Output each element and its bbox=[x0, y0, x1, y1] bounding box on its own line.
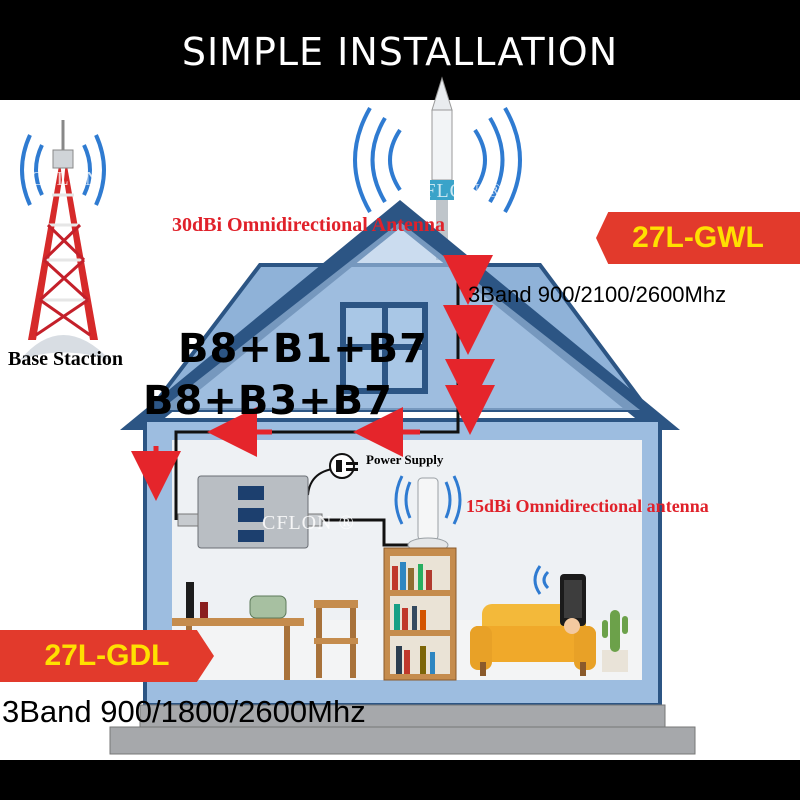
band-combo-2: B8+B3+B7 bbox=[143, 378, 393, 424]
band-combo-1: B8+B1+B7 bbox=[178, 326, 428, 372]
model-bottom-label: 27L-GDL bbox=[44, 639, 170, 672]
sofa bbox=[470, 604, 596, 676]
indoor-antenna-label: 15dBi Omnidirectional antenna bbox=[466, 496, 709, 516]
header-bar: SIMPLE INSTALLATION bbox=[0, 0, 800, 100]
power-supply-label: Power Supply bbox=[366, 452, 444, 467]
watermark-2: CFLON ® bbox=[410, 180, 503, 202]
attic-window bbox=[340, 302, 428, 394]
house-foundation-steps bbox=[109, 704, 696, 755]
mobile-phone-icon bbox=[533, 565, 586, 634]
signal-flow-arrows bbox=[131, 255, 495, 501]
watermark-1: CFLON ® bbox=[30, 168, 123, 190]
model-top-label: 27L-GWL bbox=[632, 221, 764, 254]
outdoor-signal-waves-icon bbox=[353, 107, 522, 213]
footer-bar bbox=[0, 760, 800, 800]
watermark-3: CFLON ® bbox=[262, 512, 355, 534]
potted-cactus bbox=[602, 610, 628, 672]
base-station-label: Base Staction bbox=[8, 348, 123, 370]
base-station-tower-icon bbox=[20, 120, 110, 360]
outdoor-antenna-label: 30dBi Omnidirectional Antenna bbox=[172, 214, 446, 236]
model-ribbon-bottom: 27L-GDL bbox=[0, 630, 214, 682]
band-outdoor-label: 3Band 900/2100/2600Mhz bbox=[468, 282, 727, 307]
band-indoor-label: 3Band 900/1800/2600Mhz bbox=[2, 694, 366, 729]
signal-repeater-icon bbox=[177, 475, 323, 549]
power-plug-icon bbox=[329, 453, 358, 479]
model-ribbon-top: 27L-GWL bbox=[596, 212, 800, 264]
page-title: SIMPLE INSTALLATION bbox=[181, 30, 619, 74]
bookshelf bbox=[383, 547, 457, 681]
